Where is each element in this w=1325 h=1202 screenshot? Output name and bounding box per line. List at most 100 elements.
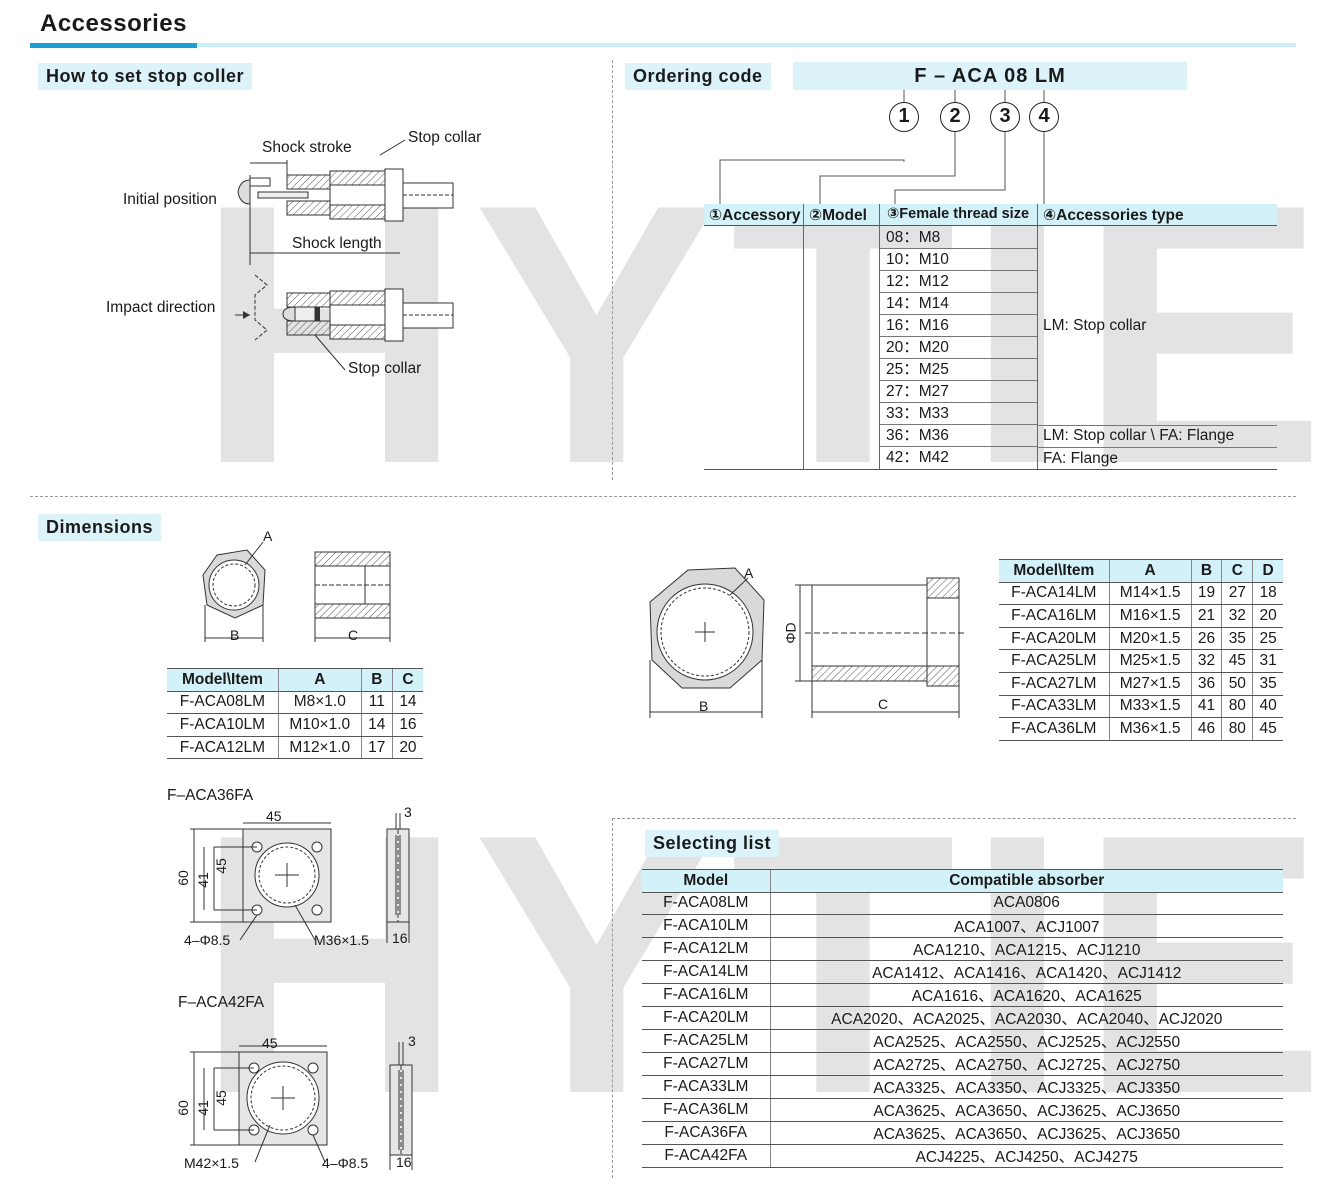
cell: ACA1210、ACA1215、ACJ1210: [769, 937, 1283, 962]
cell: F-ACA16LM: [642, 983, 770, 1008]
section-dimensions: Dimensions: [38, 514, 162, 541]
ordering-col-line-2: [879, 204, 880, 470]
flange42-h45: 45: [212, 1090, 229, 1106]
flange42-name: F–ACA42FA: [178, 994, 265, 1011]
large-th-c: C: [1221, 559, 1253, 583]
flange42-w: 45: [262, 1035, 278, 1051]
table-row: F-ACA12LM M12×1.0 17 20: [167, 736, 423, 760]
page-title: Accessories: [40, 10, 187, 37]
cell: 14: [391, 691, 423, 715]
flange36-thread: M36×1.5: [314, 932, 369, 948]
cell: 25: [1252, 627, 1283, 651]
cell: F-ACA14LM: [642, 960, 770, 985]
cell: F-ACA08LM: [167, 691, 279, 715]
thread-33: 33：M33: [880, 403, 1037, 425]
cell: 36: [1190, 672, 1222, 696]
cell: ACA2525、ACA2550、ACJ2525、ACJ2550: [769, 1029, 1283, 1054]
cell: 20: [391, 736, 423, 760]
type-lm-fa: LM: Stop collar \ FA: Flange: [1043, 427, 1235, 444]
large-th-d: D: [1252, 559, 1283, 583]
flange36-h60: 60: [174, 870, 191, 886]
small-collar-drawing: [202, 541, 391, 642]
ordering-code-example: F – ACA 08 LM: [793, 62, 1187, 90]
ordering-col-line-1: [803, 204, 804, 470]
cell: M8×1.0: [277, 691, 362, 715]
cell: 11: [360, 691, 393, 715]
flange42-t: 3: [408, 1033, 416, 1049]
flange42-thread: M42×1.5: [184, 1155, 239, 1171]
ordering-marker-1: 1: [889, 102, 919, 132]
cell: F-ACA33LM: [642, 1075, 770, 1100]
cell: F-ACA14LM: [999, 582, 1110, 606]
table-row: F-ACA08LM M8×1.0 11 14: [167, 691, 423, 715]
thread-27: 27：M27: [880, 381, 1037, 403]
flange36-drawing: [190, 813, 410, 943]
cell: 16: [391, 713, 423, 737]
cell: F-ACA10LM: [167, 713, 279, 737]
stop-collar-diagram: [235, 139, 454, 371]
divider-horizontal: [30, 496, 1296, 497]
ordering-table-header: [704, 204, 1277, 226]
label-impact-direction: Impact direction: [106, 299, 216, 316]
label-stop-collar-bottom: Stop collar: [348, 360, 422, 377]
cell: M27×1.5: [1108, 672, 1192, 696]
header-accessory-type: ④Accessories type: [1043, 207, 1184, 224]
cell: 40: [1252, 695, 1283, 719]
flange42-depth: 16: [396, 1154, 412, 1170]
cell: ACA0806: [769, 892, 1283, 916]
cell: F-ACA36FA: [642, 1121, 770, 1146]
cell: 31: [1252, 649, 1283, 673]
cell: 35: [1252, 672, 1283, 696]
title-underline: [30, 43, 1296, 47]
cell: 80: [1221, 695, 1253, 719]
title-underline-accent: [30, 43, 197, 48]
cell: 41: [1190, 695, 1222, 719]
thread-36: 36：M36: [880, 425, 1037, 447]
ordering-bottom-line: [704, 469, 1277, 470]
flange42-h41: 41: [194, 1100, 211, 1116]
thread-10: 10：M10: [880, 249, 1037, 271]
cell: M25×1.5: [1108, 649, 1192, 673]
cell: M12×1.0: [277, 736, 362, 760]
cell: 19: [1190, 582, 1222, 606]
cell: 80: [1221, 717, 1253, 741]
large-drawing-c: C: [878, 696, 889, 712]
flange36-depth: 16: [392, 930, 408, 946]
sel-th-model: Model: [642, 869, 770, 893]
cell: 32: [1190, 649, 1222, 673]
cell: F-ACA16LM: [999, 604, 1110, 628]
divider-vertical-top: [612, 60, 613, 480]
cell: F-ACA10LM: [642, 914, 770, 939]
cell: F-ACA20LM: [999, 627, 1110, 651]
large-th-a: A: [1108, 559, 1192, 583]
cell: F-ACA25LM: [642, 1029, 770, 1054]
small-th-model: Model\Item: [167, 668, 279, 692]
cell: 45: [1221, 649, 1253, 673]
cell: M10×1.0: [277, 713, 362, 737]
cell: 18: [1252, 582, 1283, 606]
cell: F-ACA27LM: [999, 672, 1110, 696]
cell: M20×1.5: [1108, 627, 1192, 651]
table-row: F-ACA10LM M10×1.0 14 16: [167, 713, 423, 737]
flange36-name: F–ACA36FA: [167, 787, 254, 804]
cell: 21: [1190, 604, 1222, 628]
divider-vertical-bottom: [612, 818, 613, 1178]
cell: M14×1.5: [1108, 582, 1192, 606]
cell: 20: [1252, 604, 1283, 628]
ordering-marker-3: 3: [990, 102, 1020, 132]
cell: ACA3325、ACA3350、ACJ3325、ACJ3350: [769, 1075, 1283, 1100]
ordering-marker-2: 2: [940, 102, 970, 132]
cell: 35: [1221, 627, 1253, 651]
large-collar-drawing: [649, 567, 965, 718]
large-drawing-b: B: [699, 698, 709, 714]
cell: M33×1.5: [1108, 695, 1192, 719]
header-accessory: ①Accessory: [709, 207, 801, 224]
